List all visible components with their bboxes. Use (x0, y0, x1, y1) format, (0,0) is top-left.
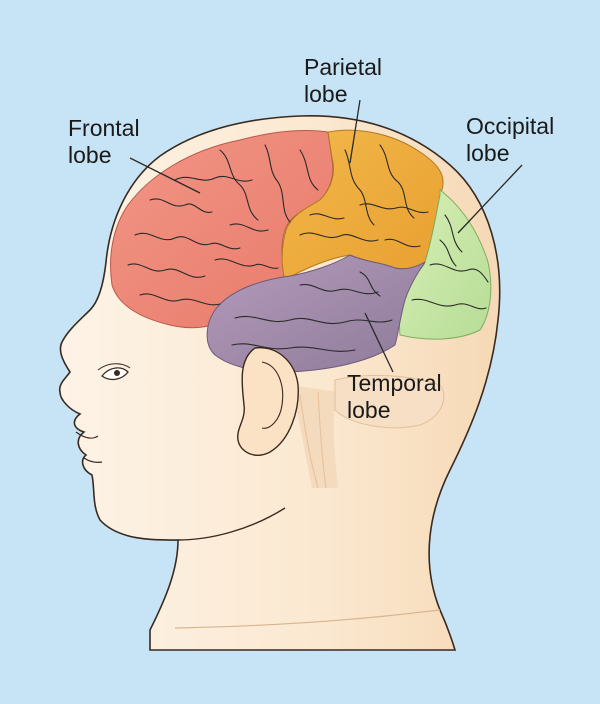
ear (237, 346, 299, 456)
pupil (114, 370, 120, 376)
cerebellum (334, 374, 445, 429)
frontal-lobe-label: Frontal lobe (68, 115, 140, 169)
brain-sulci (127, 144, 489, 352)
eyebrow (97, 363, 131, 371)
occipital-leader-line (457, 164, 523, 234)
temporal-label-line1: Temporal (347, 370, 442, 396)
occipital-label-line1: Occipital (466, 113, 555, 139)
parietal-leader-line (349, 99, 361, 164)
parietal-label-line2: lobe (304, 81, 348, 107)
temporal-lobe-label: Temporal lobe (347, 370, 442, 424)
frontal-label-line1: Frontal (68, 115, 140, 141)
parietal-label-line1: Parietal (304, 54, 382, 80)
nostril (75, 431, 99, 439)
frontal-label-line2: lobe (68, 142, 112, 168)
temporal-label-line2: lobe (347, 397, 391, 423)
parietal-lobe-label: Parietal lobe (304, 54, 382, 108)
mouth (83, 457, 103, 463)
occipital-label-line2: lobe (466, 140, 510, 166)
jaw-line (177, 507, 286, 541)
frontal-leader-line (129, 157, 201, 194)
neck-shading (174, 609, 441, 629)
temporal-leader-line (364, 312, 394, 373)
occipital-lobe-label: Occipital lobe (466, 113, 554, 167)
